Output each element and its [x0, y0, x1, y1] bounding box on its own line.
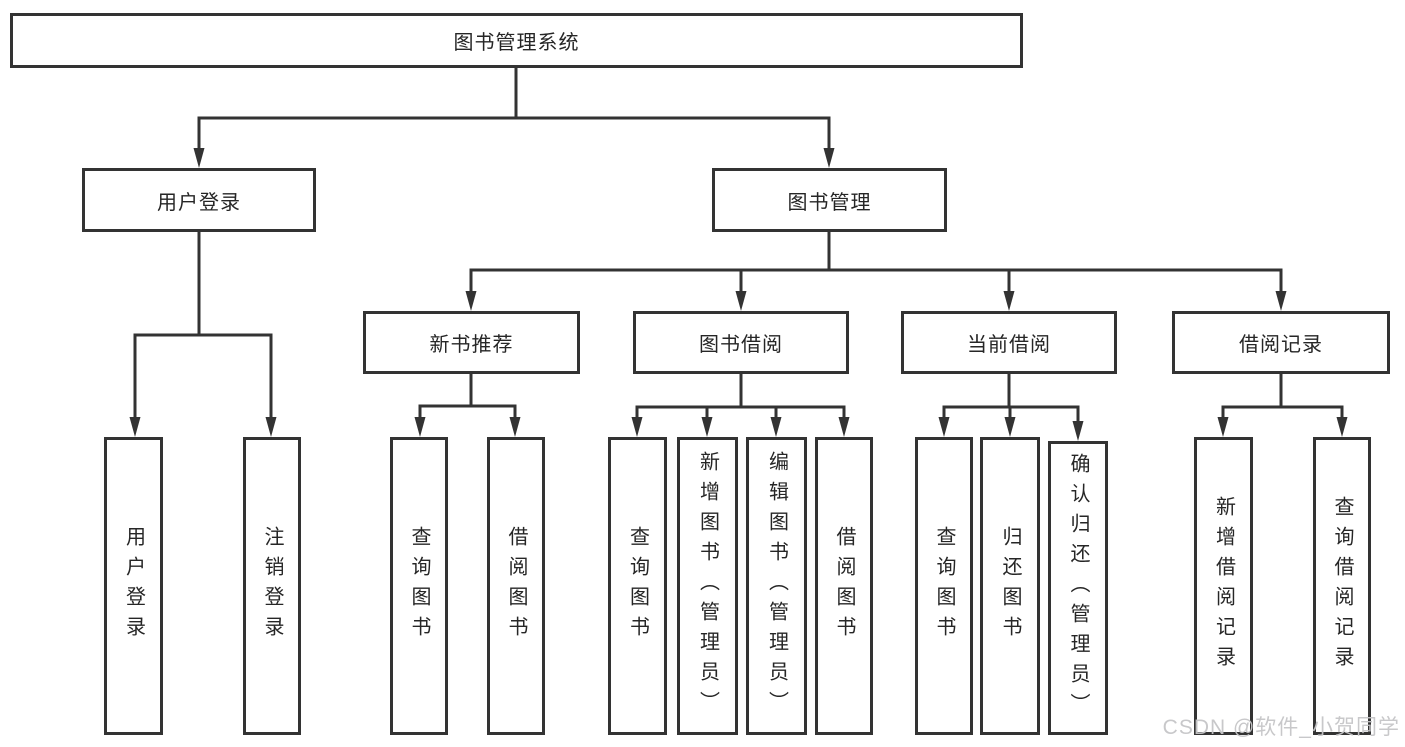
node-label: 用户登录: [122, 526, 145, 646]
node-label: 新增图书（管理员）: [696, 451, 719, 721]
node-label: 当前借阅: [967, 334, 1051, 356]
leaf-confirm-return-admin: 确认归还（管理员）: [1048, 441, 1108, 735]
node-label: 归还图书: [999, 526, 1021, 646]
leaf-logout: 注销登录: [243, 437, 301, 735]
csdn-watermark: CSDN @软件_小贺同学: [1162, 716, 1400, 739]
node-root-system: 图书管理系统: [10, 13, 1023, 68]
node-label: 借阅图书: [505, 526, 527, 646]
leaf-edit-books-admin: 编辑图书（管理员）: [746, 437, 807, 735]
leaf-add-borrow-record: 新增借阅记录: [1194, 437, 1253, 735]
leaf-query-books-recommend: 查询图书: [390, 437, 448, 735]
node-book-borrowing: 图书借阅: [633, 311, 849, 374]
node-label: 编辑图书（管理员）: [765, 451, 788, 721]
leaf-add-books-admin: 新增图书（管理员）: [677, 437, 738, 735]
leaf-return-books: 归还图书: [980, 437, 1040, 735]
node-label: 查询图书: [626, 526, 649, 646]
node-label: 图书管理: [787, 191, 872, 214]
leaf-query-borrow-record: 查询借阅记录: [1313, 437, 1371, 735]
node-label: 注销登录: [261, 526, 283, 646]
node-new-book-recommend: 新书推荐: [363, 311, 580, 374]
leaf-borrow-books-recommend: 借阅图书: [487, 437, 545, 735]
node-borrowing-records: 借阅记录: [1172, 311, 1390, 374]
node-label: 借阅记录: [1239, 334, 1323, 356]
leaf-user-login: 用户登录: [104, 437, 163, 735]
node-label: 图书管理系统: [453, 32, 580, 54]
node-label: 新增借阅记录: [1212, 496, 1235, 676]
node-label: 查询图书: [933, 526, 955, 646]
leaf-borrow-books: 借阅图书: [815, 437, 873, 735]
node-label: 借阅图书: [833, 526, 855, 646]
node-label: 查询图书: [408, 526, 430, 646]
node-book-management: 图书管理: [712, 168, 947, 232]
leaf-query-books-current: 查询图书: [915, 437, 973, 735]
node-user-login: 用户登录: [82, 168, 316, 232]
node-label: 用户登录: [157, 191, 241, 214]
node-label: 新书推荐: [429, 334, 514, 356]
node-label: 查询借阅记录: [1331, 496, 1353, 676]
node-label: 图书借阅: [699, 334, 783, 356]
node-current-borrowing: 当前借阅: [901, 311, 1117, 374]
node-label: 确认归还（管理员）: [1067, 453, 1089, 723]
leaf-query-books-borrow: 查询图书: [608, 437, 667, 735]
